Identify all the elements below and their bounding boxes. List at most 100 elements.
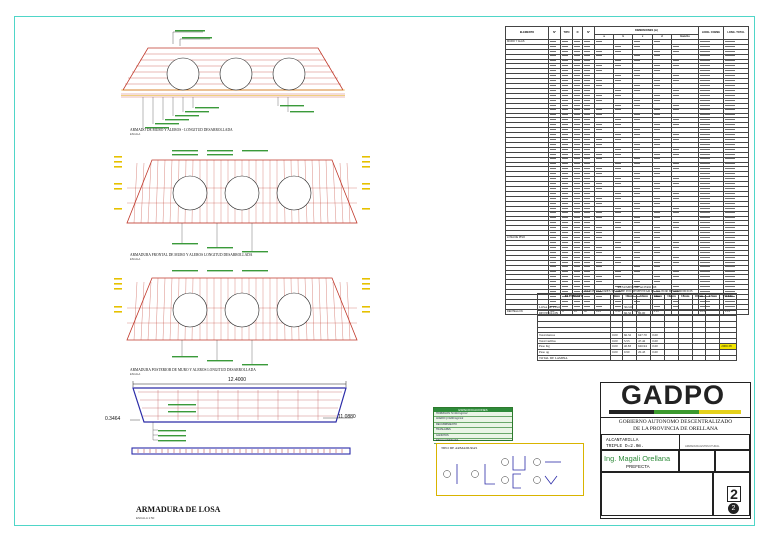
illegible-value xyxy=(672,104,679,106)
illegible-value xyxy=(584,60,590,62)
illegible-value xyxy=(725,187,735,189)
illegible-value xyxy=(725,45,735,47)
table-row xyxy=(505,289,749,296)
illegible-value xyxy=(574,153,580,155)
illegible-value xyxy=(634,158,641,160)
illegible-value xyxy=(562,45,568,47)
illegible-value xyxy=(562,236,568,238)
illegible-value xyxy=(562,129,568,131)
illegible-value xyxy=(700,173,710,175)
illegible-value xyxy=(574,148,580,150)
table-row xyxy=(505,146,749,153)
illegible-value xyxy=(634,119,641,121)
illegible-value xyxy=(653,217,660,219)
illegible-value xyxy=(584,246,590,248)
table-row xyxy=(505,151,749,158)
table-row xyxy=(505,215,749,222)
rebar-schedule-table: ELEMENTO Nº TIPO D Nº DIMENSIONES (m) LO… xyxy=(505,26,749,315)
illegible-value xyxy=(700,168,710,170)
summary-cell: DENTELLON xyxy=(537,309,611,317)
illegible-value xyxy=(700,50,710,52)
sheet-cell xyxy=(713,472,750,516)
illegible-value xyxy=(562,251,568,253)
front-reinforcement-scale: ESCALA xyxy=(130,258,141,261)
illegible-value xyxy=(672,60,679,62)
legend-row: GANCHOS xyxy=(434,434,512,439)
illegible-value xyxy=(725,94,735,96)
illegible-value xyxy=(574,290,580,292)
illegible-value xyxy=(596,143,602,145)
illegible-value xyxy=(672,119,679,121)
logo-stripe-dark xyxy=(609,410,654,414)
illegible-value xyxy=(574,192,580,194)
illegible-value xyxy=(700,124,710,126)
illegible-value xyxy=(634,45,641,47)
summary-table: ELEMENTO 8mm 10mm 12mm 14mm 16mm 18mm 20… xyxy=(537,293,737,362)
illegible-value xyxy=(562,133,568,135)
illegible-value xyxy=(615,148,622,150)
illegible-value xyxy=(596,251,602,253)
illegible-value xyxy=(550,183,556,184)
illegible-value xyxy=(550,79,556,81)
illegible-value xyxy=(562,99,568,101)
illegible-value xyxy=(596,173,602,175)
illegible-value xyxy=(584,290,590,292)
illegible-value xyxy=(653,232,660,234)
illegible-value xyxy=(574,256,580,258)
illegible-value xyxy=(653,94,660,96)
specifications-legend: ESPECIFICACIONES HORMIGON f'c=210 kg/cm2… xyxy=(433,407,513,445)
illegible-value xyxy=(596,261,602,263)
illegible-value xyxy=(574,133,580,135)
illegible-value xyxy=(550,55,556,57)
illegible-value xyxy=(574,207,580,209)
slab-dim-mid: 11.0880 xyxy=(338,414,356,420)
illegible-value xyxy=(574,104,580,106)
illegible-value xyxy=(596,212,602,214)
illegible-value xyxy=(700,104,710,106)
illegible-value xyxy=(584,40,590,42)
back-reinforcement-svg xyxy=(114,270,370,366)
illegible-value xyxy=(700,55,710,57)
illegible-value xyxy=(634,187,641,189)
illegible-value xyxy=(615,163,622,165)
illegible-value xyxy=(634,104,641,106)
illegible-value xyxy=(700,60,710,62)
illegible-value xyxy=(634,241,641,243)
totals-cell xyxy=(705,332,721,339)
illegible-value xyxy=(634,60,641,62)
table-row xyxy=(505,112,749,119)
illegible-value xyxy=(584,281,590,283)
illegible-value xyxy=(615,75,622,77)
illegible-value xyxy=(574,227,580,229)
illegible-value xyxy=(562,84,568,86)
totals-cell: 647.70 xyxy=(636,332,652,339)
sheet-number: 2 xyxy=(730,486,738,502)
illegible-value xyxy=(584,119,590,121)
sheet-total-circle: 2 xyxy=(728,503,739,514)
illegible-value xyxy=(584,286,590,288)
table-row xyxy=(537,315,737,322)
illegible-value xyxy=(634,251,641,253)
illegible-value xyxy=(574,55,580,57)
summary-cell xyxy=(705,315,721,322)
legend-row: ACERO fy=4200 kg/cm2 xyxy=(434,417,512,423)
illegible-value xyxy=(596,246,602,248)
illegible-value xyxy=(562,227,568,229)
illegible-value xyxy=(700,178,710,180)
illegible-value xyxy=(725,75,735,77)
illegible-value xyxy=(596,129,602,131)
illegible-value xyxy=(574,89,580,91)
illegible-value xyxy=(700,158,710,160)
illegible-value xyxy=(550,60,556,62)
illegible-value xyxy=(574,236,580,238)
illegible-value xyxy=(634,70,641,72)
illegible-value xyxy=(700,45,710,47)
slab-scale: ESCALA 1:50 xyxy=(136,516,155,520)
illegible-value xyxy=(672,212,679,214)
col-long-combi: LONG. COMBI. xyxy=(698,26,724,40)
illegible-value xyxy=(725,168,735,170)
illegible-value xyxy=(562,40,568,42)
col-count: Nº xyxy=(582,26,595,40)
illegible-value xyxy=(700,114,710,116)
illegible-value xyxy=(672,148,679,150)
